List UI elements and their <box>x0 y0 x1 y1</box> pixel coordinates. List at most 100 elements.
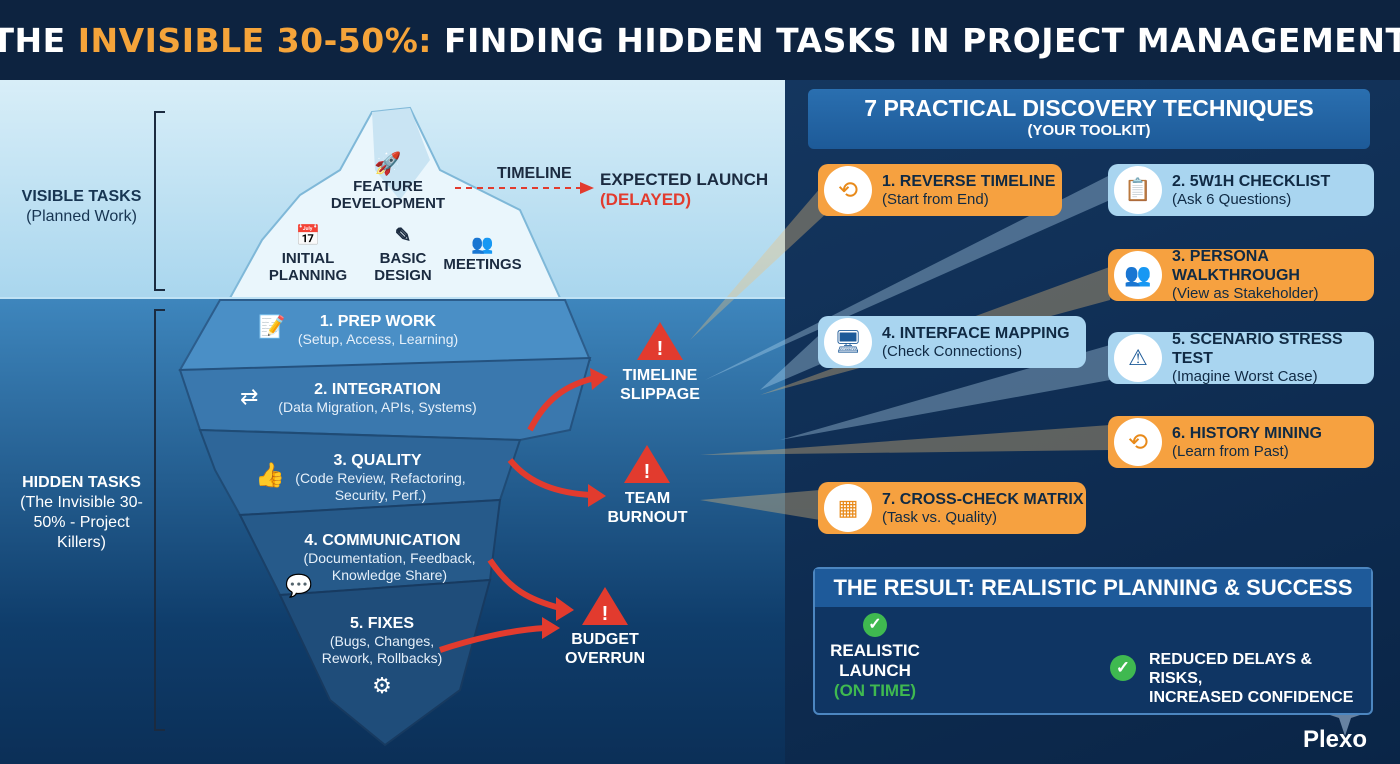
result-left-line1: REALISTIC <box>830 641 920 660</box>
meetings-label: MEETINGS <box>443 256 522 273</box>
layer-2-shape <box>178 356 592 442</box>
item-meetings: 👥 MEETINGS <box>440 232 525 273</box>
initial-planning-label: INITIAL PLANNING <box>268 250 348 284</box>
visible-tasks-title: VISIBLE TASKS <box>21 188 142 205</box>
warning-budget-overrun: BUDGET OVERRUN <box>564 631 645 667</box>
layer-detail: (Data Migration, APIs, Systems) <box>278 399 477 415</box>
warning-team-burnout: TEAM BURNOUT <box>607 490 688 526</box>
layer-detail: (Bugs, Changes, Rework, Rollbacks) <box>321 633 443 666</box>
technique-detail: (Imagine Worst Case) <box>1172 368 1318 385</box>
monitor-icon: 🖥 <box>824 318 872 366</box>
arrowhead-budget-1 <box>556 597 574 621</box>
item-initial-planning: 📅 INITIAL PLANNING <box>258 222 358 284</box>
toolkit-header: 7 PRACTICAL DISCOVERY TECHNIQUES (YOUR T… <box>808 89 1370 149</box>
result-left-line2: LAUNCH <box>839 661 911 680</box>
technique-5w1h-checklist: 📋 2. 5W1H CHECKLIST(Ask 6 Questions) <box>1108 164 1374 216</box>
basic-design-label: BASIC DESIGN <box>374 250 432 284</box>
layer-title: 5. FIXES <box>349 615 415 632</box>
check-icon: ✓ <box>863 613 887 637</box>
document-icon: 📝 <box>258 314 286 339</box>
arrowhead-slippage <box>590 368 608 390</box>
layer-title: 4. COMMUNICATION <box>304 532 461 549</box>
timeline-label: TIMELINE <box>497 165 572 182</box>
arrow-to-budget-2 <box>439 625 546 653</box>
technique-cross-check-matrix: ▦ 7. CROSS-CHECK MATRIX(Task vs. Quality… <box>818 482 1086 534</box>
title-highlight: INVISIBLE 30-50%: <box>77 20 432 60</box>
calendar-icon: 📅 <box>295 225 321 247</box>
technique-title: 2. 5W1H CHECKLIST <box>1172 172 1331 190</box>
hidden-tasks-label: HIDDEN TASKS (The Invisible 30-50% - Pro… <box>14 473 149 553</box>
arrow-to-burnout <box>507 458 591 498</box>
layer-title: 2. INTEGRATION <box>314 381 441 398</box>
layer-communication: 💬 4. COMMUNICATION (Documentation, Feedb… <box>285 531 480 598</box>
result-left: ✓ REALISTIC LAUNCH (ON TIME) <box>825 613 925 701</box>
technique-detail: (Ask 6 Questions) <box>1172 190 1292 208</box>
title-suffix: FINDING HIDDEN TASKS IN PROJECT MANAGEME… <box>432 20 1400 60</box>
page-title: THE INVISIBLE 30-50%: FINDING HIDDEN TAS… <box>0 21 1400 60</box>
warning-icon: ! <box>624 445 670 483</box>
technique-detail: (Start from End) <box>882 190 989 208</box>
layer-prep-work: 📝 1. PREP WORK (Setup, Access, Learning) <box>258 312 498 348</box>
expected-launch-title: EXPECTED LAUNCH <box>600 170 769 189</box>
header-bar: THE INVISIBLE 30-50%: FINDING HIDDEN TAS… <box>0 0 1400 80</box>
technique-title: 7. CROSS-CHECK MATRIX <box>882 490 1084 508</box>
result-right: REDUCED DELAYS & RISKS, INCREASED CONFID… <box>1149 650 1369 707</box>
technique-reverse-timeline: ⟲ 1. REVERSE TIMELINE(Start from End) <box>818 164 1062 216</box>
technique-interface-mapping: 🖥 4. INTERFACE MAPPING(Check Connections… <box>818 316 1086 368</box>
layer-detail: (Setup, Access, Learning) <box>297 331 459 347</box>
warning-icon: ! <box>637 322 683 360</box>
item-basic-design: ✎ BASIC DESIGN <box>358 222 448 284</box>
technique-scenario-stress-test: ⚠ 5. SCENARIO STRESS TEST(Imagine Worst … <box>1108 331 1374 385</box>
expected-launch-status: (DELAYED) <box>600 190 691 209</box>
technique-title: 3. PERSONA WALKTHROUGH <box>1172 248 1300 284</box>
visible-bracket <box>154 111 165 291</box>
arrow-to-slippage <box>527 375 596 432</box>
layer-title: 3. QUALITY <box>333 452 422 469</box>
check-icon: ✓ <box>1110 655 1136 681</box>
layer-detail: (Code Review, Refactoring, Security, Per… <box>295 470 466 503</box>
title-prefix: THE <box>0 20 78 60</box>
result-right-line1: REDUCED DELAYS & RISKS, <box>1149 651 1312 687</box>
brand-logo: Plexo <box>1303 726 1368 753</box>
warning-people-icon: ⚠ <box>1114 334 1162 382</box>
technique-detail: (Learn from Past) <box>1172 442 1289 460</box>
arrowhead-burnout <box>588 484 606 507</box>
technique-history-mining: ⟲ 6. HISTORY MINING(Learn from Past) <box>1108 416 1374 468</box>
toolkit-subtitle: (YOUR TOOLKIT) <box>1027 122 1151 139</box>
thumbs-up-icon: 👍 <box>255 462 285 489</box>
warning-timeline-slippage: TIMELINE SLIPPAGE <box>620 367 700 403</box>
rocket-icon: 🚀 <box>374 151 402 176</box>
result-title: THE RESULT: REALISTIC PLANNING & SUCCESS <box>815 569 1371 607</box>
visible-tasks-label: VISIBLE TASKS (Planned Work) <box>14 187 149 227</box>
technique-title: 5. SCENARIO STRESS TEST <box>1172 331 1343 367</box>
clipboard-icon: 📋 <box>1114 166 1162 214</box>
technique-title: 4. INTERFACE MAPPING <box>882 324 1070 342</box>
design-tools-icon: ✎ <box>394 225 412 247</box>
toolkit-title: 7 PRACTICAL DISCOVERY TECHNIQUES <box>864 95 1314 121</box>
feature-development-label: FEATURE DEVELOPMENT <box>330 178 446 212</box>
technique-detail: (View as Stakeholder) <box>1172 285 1319 302</box>
result-right-line2: INCREASED CONFIDENCE <box>1149 689 1354 706</box>
expected-launch: EXPECTED LAUNCH (DELAYED) <box>600 170 770 210</box>
layer-title: 1. PREP WORK <box>319 313 437 330</box>
hidden-bracket <box>154 309 165 731</box>
arrows-icon: ⇄ <box>240 384 259 409</box>
chat-icon: 💬 <box>285 573 313 598</box>
warning-icon: ! <box>582 587 628 625</box>
visible-tasks-subtitle: (Planned Work) <box>26 208 137 225</box>
layer-fixes: 5. FIXES (Bugs, Changes, Rework, Rollbac… <box>318 614 446 699</box>
layer-5-shape <box>278 578 492 747</box>
arrow-to-budget-1 <box>487 558 561 611</box>
svg-text:!: ! <box>602 603 609 625</box>
layer-quality: 👍 3. QUALITY (Code Review, Refactoring, … <box>255 451 470 504</box>
technique-persona-walkthrough: 👥 3. PERSONA WALKTHROUGH(View as Stakeho… <box>1108 248 1374 302</box>
clock-reverse-icon: ⟲ <box>824 166 872 214</box>
hidden-tasks-title: HIDDEN TASKS <box>22 474 141 491</box>
arrowhead-budget-2 <box>542 617 560 639</box>
result-panel: THE RESULT: REALISTIC PLANNING & SUCCESS… <box>813 567 1373 715</box>
hidden-tasks-subtitle: (The Invisible 30-50% - Project Killers) <box>20 494 143 551</box>
result-left-status: (ON TIME) <box>833 681 917 700</box>
iceberg-tip-shade <box>372 108 430 200</box>
people-icon: 👥 <box>471 234 494 254</box>
layer-detail: (Documentation, Feedback, Knowledge Shar… <box>303 550 476 583</box>
